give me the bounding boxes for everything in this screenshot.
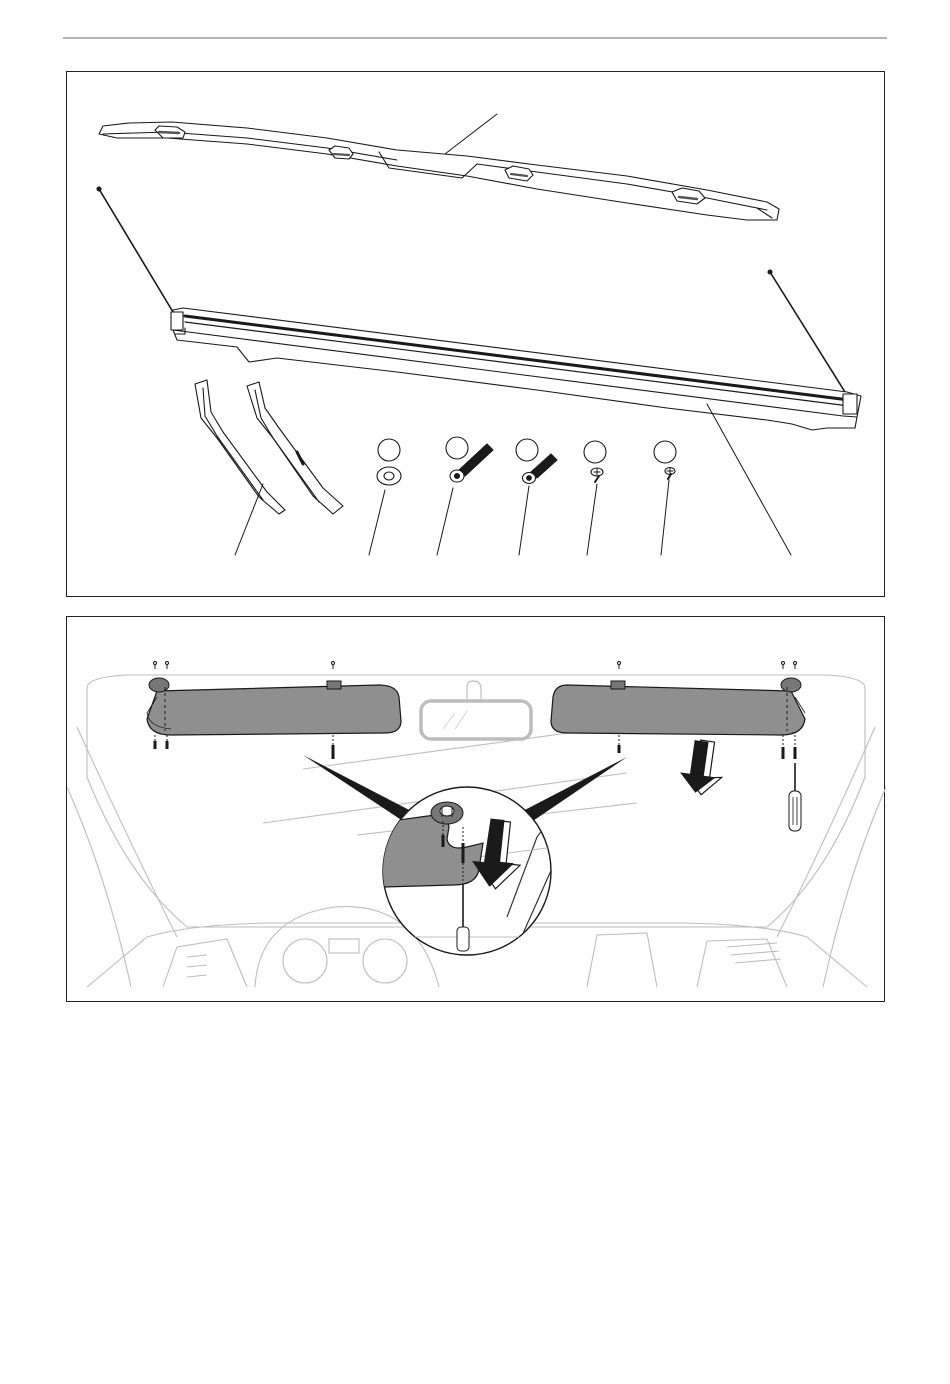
left-bottom-screws (155, 735, 167, 749)
left-sun-visor (147, 678, 401, 735)
mounting-rail (171, 308, 861, 430)
callout-leader-screw (587, 484, 597, 555)
right-sun-visor (551, 678, 805, 735)
callout-leader-small-screw (661, 480, 669, 555)
visor-installation-figure (66, 616, 885, 1002)
callout-leader-long-bolt (437, 488, 453, 555)
right-bottom-screws (783, 735, 795, 759)
fixing-line-right (768, 270, 845, 392)
small-screw-part (665, 468, 675, 480)
left-bracket (195, 380, 285, 514)
callout-leader-brackets (235, 484, 263, 555)
rearview-mirror (421, 681, 531, 739)
long-bolt-part (450, 444, 493, 482)
visor-installation-drawing (67, 617, 886, 1003)
header-rule (63, 37, 887, 39)
down-arrow-icon (678, 739, 727, 797)
callout-leader-spoiler (445, 114, 497, 154)
callout-leader-short-bolt (519, 486, 529, 555)
fixing-line-left (97, 187, 173, 312)
short-bolt-part (523, 454, 558, 484)
roof-spoiler (99, 122, 779, 220)
screw-part (591, 468, 603, 482)
screwdriver-icon (789, 763, 801, 831)
exploded-parts-figure (66, 71, 885, 597)
exploded-parts-drawing (67, 72, 886, 598)
right-top-screws (782, 662, 797, 670)
hardware-callout-circles (378, 437, 676, 463)
spacer-part (377, 467, 401, 485)
left-top-screws (154, 662, 169, 670)
callout-leader-spacer (369, 490, 385, 555)
callout-leader-rail (707, 404, 791, 555)
